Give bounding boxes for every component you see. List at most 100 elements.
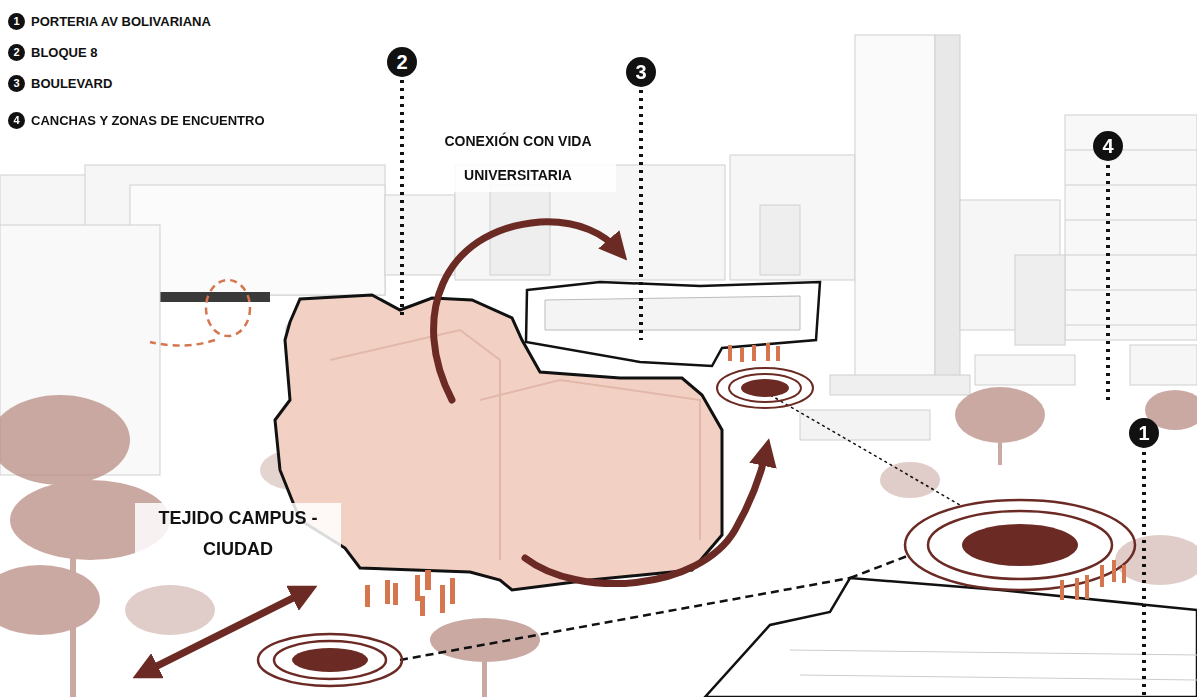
people-part xyxy=(766,343,770,361)
context-buildings-part xyxy=(1015,255,1065,345)
context-buildings-part xyxy=(1065,220,1197,221)
annotation-text: TEJIDO CAMPUS -CIUDAD xyxy=(135,503,341,565)
legend-text: CANCHAS Y ZONAS DE ENCUENTRO xyxy=(31,113,265,128)
trees-part xyxy=(998,420,1002,465)
context-buildings-part xyxy=(130,185,385,295)
trees-part xyxy=(482,640,487,697)
meeting-points xyxy=(258,368,1135,686)
people-part xyxy=(450,578,455,604)
annotation-text: CONEXIÓN CON VIDA UNIVERSITARIA xyxy=(420,124,616,192)
context-buildings-part xyxy=(150,292,270,302)
meeting-points-part xyxy=(741,379,789,397)
context-buildings-part xyxy=(730,155,855,280)
boulevard-part xyxy=(545,296,800,330)
bottom-building-part xyxy=(705,578,1197,697)
meeting-points-part xyxy=(905,500,1135,590)
meeting-points-part xyxy=(717,368,813,408)
site-marker xyxy=(150,280,250,346)
meeting-points-part xyxy=(962,524,1078,566)
legend-number: 3 xyxy=(8,75,25,92)
context-buildings-part xyxy=(975,355,1075,385)
flow-arrows-part xyxy=(525,452,766,584)
legend-row: 2 BLOQUE 8 xyxy=(8,44,97,61)
context-buildings-part xyxy=(760,205,800,275)
site-marker-part xyxy=(150,340,215,346)
leader-lines-part xyxy=(400,80,404,320)
people-part xyxy=(776,346,780,361)
context-buildings-part xyxy=(1065,290,1197,291)
people-part xyxy=(752,345,756,361)
leader-lines-part xyxy=(1106,165,1110,400)
context-buildings-part xyxy=(1065,325,1197,326)
people-part xyxy=(740,348,744,362)
legend-number: 2 xyxy=(8,44,25,61)
context-buildings-part xyxy=(830,375,970,395)
bloque-8 xyxy=(275,295,722,590)
bottom-building-part xyxy=(790,650,1197,655)
callout-number: 4 xyxy=(1093,131,1123,161)
people-part xyxy=(1112,560,1116,582)
bloque-8-part xyxy=(480,380,700,540)
context-buildings-part xyxy=(1065,150,1197,151)
trees-part xyxy=(70,470,76,697)
legend-number: 1 xyxy=(8,13,25,30)
people-part xyxy=(393,583,398,605)
context-buildings-part xyxy=(800,410,930,440)
bloque-8-part xyxy=(330,330,500,560)
legend-text: BOULEVARD xyxy=(31,76,112,91)
trees-part xyxy=(125,585,215,635)
context-buildings-part xyxy=(1065,255,1197,256)
flow-arrows xyxy=(145,222,766,672)
context-buildings-part xyxy=(1065,115,1197,340)
meeting-points-part xyxy=(928,511,1112,579)
people-part xyxy=(385,580,390,604)
context-buildings-part xyxy=(935,35,960,385)
callout-number: 1 xyxy=(1129,418,1159,448)
bottom-building-part xyxy=(800,675,1197,680)
callout-number: 2 xyxy=(387,47,417,77)
meeting-points-part xyxy=(729,374,801,402)
flow-arrows-part xyxy=(434,222,618,400)
boulevard-part xyxy=(526,282,820,366)
people-part xyxy=(415,575,420,601)
bloque-8-part xyxy=(275,295,722,590)
trees-part xyxy=(0,565,100,635)
people-part xyxy=(365,585,370,607)
people-part xyxy=(1100,565,1104,587)
context-buildings-part xyxy=(1065,185,1197,186)
leader-lines-part xyxy=(1142,452,1146,697)
trees-part xyxy=(880,462,940,498)
legend-row: 3 BOULEVARD xyxy=(8,75,112,92)
context-buildings-part xyxy=(385,195,455,275)
people-part xyxy=(1085,575,1089,599)
paths-part xyxy=(765,392,960,505)
leader-lines xyxy=(402,80,1144,697)
people-part xyxy=(425,570,431,590)
legend-text: PORTERIA AV BOLIVARIANA xyxy=(31,14,211,29)
people-part xyxy=(1060,580,1064,600)
people-part xyxy=(420,596,425,616)
legend-row: 1 PORTERIA AV BOLIVARIANA xyxy=(8,13,211,30)
boulevard xyxy=(526,282,820,366)
legend-row: 4 CANCHAS Y ZONAS DE ENCUENTRO xyxy=(8,112,265,129)
people xyxy=(365,343,1126,616)
flow-arrows-part xyxy=(145,592,305,672)
paths xyxy=(400,392,960,660)
people-part xyxy=(1075,578,1079,600)
meeting-points-part xyxy=(292,648,368,672)
trees-part xyxy=(0,395,130,485)
people-part xyxy=(728,345,732,361)
legend-text: BLOQUE 8 xyxy=(31,45,97,60)
bottom-building xyxy=(705,578,1197,697)
paths-part xyxy=(850,555,910,578)
people-part xyxy=(440,585,445,613)
site-marker-part xyxy=(206,280,250,336)
callout-number: 3 xyxy=(626,57,656,87)
meeting-points-part xyxy=(274,641,386,679)
paths-part xyxy=(400,578,850,660)
context-buildings-part xyxy=(1130,345,1197,385)
legend-number: 4 xyxy=(8,112,25,129)
context-buildings-part xyxy=(855,35,935,385)
